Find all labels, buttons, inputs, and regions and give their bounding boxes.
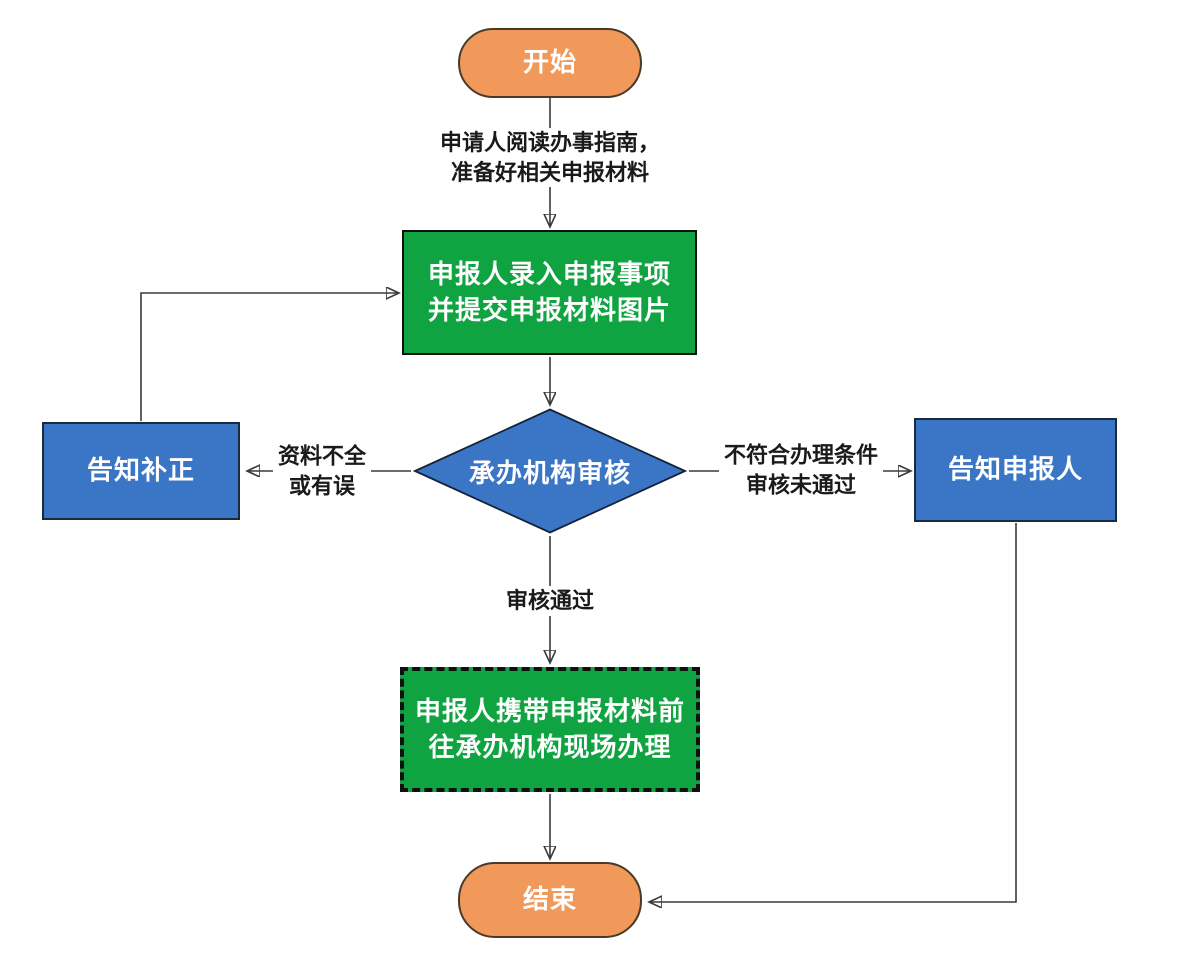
prepare-note-label: 申请人阅读办事指南， 准备好相关申报材料 bbox=[434, 128, 666, 188]
diamond-shape bbox=[413, 408, 687, 534]
edge-correction-loop-to-submit bbox=[140, 293, 398, 421]
rejected-edge-line1: 不符合办理条件 bbox=[723, 442, 879, 468]
rejected-edge-label: 不符合办理条件 审核未通过 bbox=[718, 440, 884, 500]
notify-applicant-node: 告知申报人 bbox=[914, 418, 1117, 522]
prepare-note-line1: 申请人阅读办事指南， bbox=[439, 130, 661, 155]
incomplete-edge-label: 资料不全 或有误 bbox=[272, 441, 372, 501]
notify-correction-node: 告知补正 bbox=[42, 422, 240, 520]
start-node-label: 开始 bbox=[522, 47, 577, 78]
notify-applicant-label: 告知申报人 bbox=[947, 454, 1083, 485]
notify-correction-label: 告知补正 bbox=[86, 455, 195, 486]
onsite-handling-line2: 往承办机构现场办理 bbox=[428, 731, 672, 762]
incomplete-edge-line1: 资料不全 bbox=[277, 443, 367, 469]
submit-node-line1: 申报人录入申报事项 bbox=[427, 259, 671, 290]
review-decision-label: 承办机构审核 bbox=[468, 457, 631, 488]
edge-applicant-to-end bbox=[650, 523, 1017, 902]
start-node: 开始 bbox=[458, 28, 642, 98]
approved-edge-label: 审核通过 bbox=[500, 586, 600, 616]
rejected-edge-line2: 审核未通过 bbox=[745, 472, 857, 497]
review-decision-node: 承办机构审核 bbox=[413, 408, 687, 534]
submit-node-line2: 并提交申报材料图片 bbox=[427, 294, 671, 325]
submit-node: 申报人录入申报事项 并提交申报材料图片 bbox=[402, 230, 697, 355]
end-node: 结束 bbox=[458, 862, 642, 938]
onsite-handling-node: 申报人携带申报材料前 往承办机构现场办理 bbox=[400, 667, 700, 792]
onsite-handling-line1: 申报人携带申报材料前 bbox=[414, 696, 685, 727]
prepare-note-line2: 准备好相关申报材料 bbox=[450, 159, 650, 185]
end-node-label: 结束 bbox=[522, 884, 577, 915]
incomplete-edge-line2: 或有误 bbox=[288, 473, 356, 498]
